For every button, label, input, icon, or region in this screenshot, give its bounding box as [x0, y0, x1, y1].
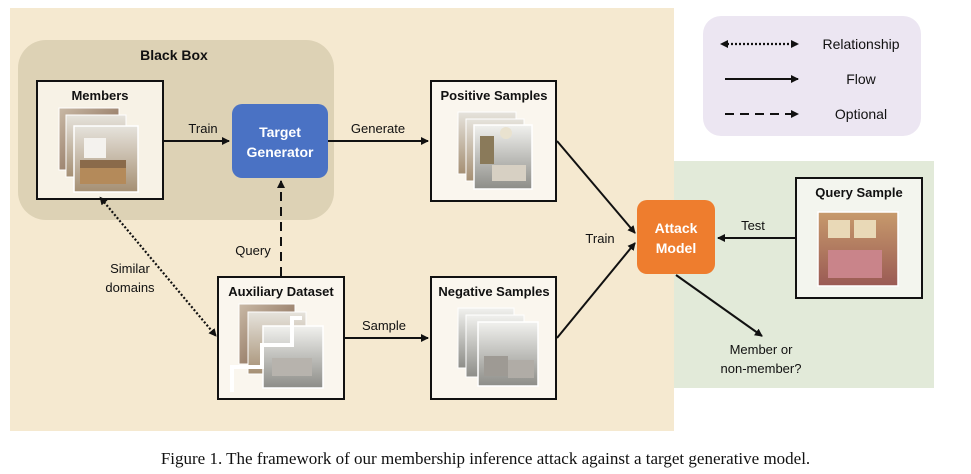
edge-negative-to-attack	[556, 242, 636, 339]
output-label-line1: Member or	[730, 342, 794, 357]
output-label-line2: non-member?	[721, 361, 802, 376]
legend-relationship-label: Relationship	[822, 36, 899, 52]
edge-label-generate: Generate	[351, 121, 405, 136]
query-sample-box: Query Sample	[795, 177, 923, 299]
attack-model-node: Attack Model	[637, 200, 715, 274]
edge-positive-to-attack	[556, 140, 636, 234]
attack-model-label-line2: Model	[656, 240, 696, 256]
edge-label-sample: Sample	[362, 318, 406, 333]
target-generator-label-line2: Generator	[247, 144, 314, 160]
edge-label-query: Query	[235, 243, 271, 258]
attack-model-label-line1: Attack	[655, 220, 698, 236]
edge-relationship-members-auxiliary	[99, 196, 217, 337]
framework-diagram: Black Box Relationship Flow Optional Mem…	[10, 8, 934, 431]
members-title: Members	[71, 88, 128, 103]
legend-flow-label: Flow	[846, 71, 876, 87]
members-box: Members	[36, 80, 164, 200]
black-box-title: Black Box	[140, 47, 208, 63]
edge-label-train-1: Train	[188, 121, 217, 136]
query-sample-title: Query Sample	[815, 185, 902, 200]
edge-label-train-2: Train	[585, 231, 614, 246]
target-generator-label-line1: Target	[259, 124, 301, 140]
edge-label-similar-line1: Similar	[110, 261, 150, 276]
auxiliary-dataset-title: Auxiliary Dataset	[228, 284, 334, 299]
negative-samples-images	[457, 307, 539, 387]
auxiliary-dataset-images	[230, 303, 324, 392]
auxiliary-dataset-box: Auxiliary Dataset	[217, 276, 345, 400]
query-sample-image	[817, 211, 899, 287]
edge-label-similar-line2: domains	[105, 280, 155, 295]
edge-attack-to-output	[675, 274, 763, 337]
positive-samples-images	[457, 111, 533, 190]
positive-samples-box: Positive Samples	[430, 80, 557, 202]
legend-box	[703, 16, 921, 136]
positive-samples-title: Positive Samples	[441, 88, 548, 103]
legend-optional-label: Optional	[835, 106, 887, 122]
negative-samples-title: Negative Samples	[438, 284, 549, 299]
edge-label-test: Test	[741, 218, 765, 233]
members-images	[58, 107, 139, 193]
negative-samples-box: Negative Samples	[430, 276, 557, 400]
target-generator-node: Target Generator	[232, 104, 328, 178]
figure-caption: Figure 1. The framework of our membershi…	[160, 449, 811, 468]
